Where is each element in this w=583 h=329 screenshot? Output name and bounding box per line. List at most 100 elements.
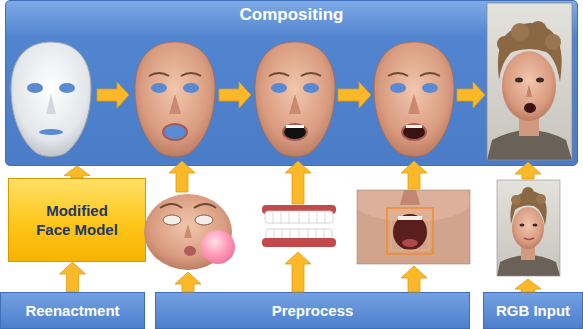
flow-arrow [60, 262, 86, 292]
input-photo [511, 195, 521, 205]
flow-arrow [515, 162, 541, 179]
composited-face [374, 42, 454, 157]
expression-face [144, 194, 235, 270]
composited-face [408, 94, 420, 114]
composited-face [420, 73, 440, 76]
input-photo [497, 180, 560, 276]
composited-face [406, 125, 422, 128]
model-box: Modified Face Model [8, 178, 146, 262]
face-with-teeth [286, 125, 304, 128]
mouth-photo [357, 190, 470, 264]
stage-bar: Reenactment [0, 292, 145, 329]
flow-arrow [219, 82, 251, 108]
mouth-photo [402, 239, 418, 247]
mouth-photo [357, 190, 470, 264]
teeth-model [262, 205, 336, 247]
input-photo [522, 187, 534, 199]
composited-face [422, 83, 438, 93]
input-photo [497, 180, 560, 276]
face-mask [11, 42, 91, 157]
flow-arrow [97, 82, 541, 292]
composited-face [402, 124, 426, 140]
face-with-teeth [255, 42, 335, 157]
flow-arrow [285, 161, 311, 204]
output-photo [526, 84, 532, 97]
face-with-teeth [303, 83, 319, 93]
stage-bar: RGB Input [483, 292, 583, 329]
stage-bar: Preprocess [155, 292, 470, 329]
mouth-photo [387, 208, 433, 254]
flow-arrow [97, 82, 129, 108]
textured-face [183, 83, 199, 93]
input-photo [520, 224, 525, 227]
output-photo [502, 51, 556, 121]
flow-arrow [401, 161, 427, 189]
textured-face [163, 124, 187, 140]
flow-arrow [285, 252, 311, 292]
textured-face [151, 83, 167, 93]
face-mask [27, 83, 43, 93]
textured-face [149, 73, 169, 76]
composited-face [374, 42, 454, 157]
output-photo [487, 3, 572, 160]
face-with-teeth [271, 83, 287, 93]
mouth-photo [393, 214, 427, 250]
flow-arrow [457, 82, 485, 108]
mouth-photo [391, 212, 429, 250]
input-photo [497, 180, 560, 276]
output-photo [497, 36, 513, 52]
teeth-model [265, 211, 333, 223]
output-photo [529, 21, 547, 39]
node-label: Reenactment [25, 302, 119, 320]
flow-arrow [338, 82, 371, 108]
mouth-photo [400, 190, 420, 205]
input-photo [533, 224, 538, 227]
textured-face [135, 42, 215, 157]
composited-face [388, 73, 408, 76]
output-photo [511, 23, 529, 41]
flow-arrow [64, 166, 90, 178]
teeth-model [273, 211, 325, 223]
output-photo [487, 3, 572, 160]
input-photo [512, 207, 544, 249]
face-with-teeth [269, 73, 289, 76]
composited-face [390, 83, 406, 93]
input-photo [497, 180, 560, 276]
flow-arrow [401, 266, 427, 292]
teeth-model [262, 238, 336, 247]
face-with-teeth [301, 73, 321, 76]
node-label: Modified Face Model [34, 201, 120, 239]
flow-arrow [169, 161, 195, 192]
node-label: Preprocess [272, 302, 354, 320]
expression-face [184, 246, 196, 256]
output-photo [545, 34, 561, 50]
textured-face [135, 42, 215, 157]
output-photo [487, 3, 572, 160]
node-label: RGB Input [496, 302, 570, 320]
mouth-photo [398, 216, 422, 220]
mouth-photo [352, 178, 472, 264]
expression-face [160, 204, 182, 208]
expression-face [195, 215, 213, 225]
face-mask [11, 42, 91, 157]
face-with-teeth [255, 42, 335, 157]
output-photo [524, 103, 536, 113]
textured-face [169, 94, 181, 114]
input-photo [536, 194, 546, 204]
face-with-teeth [289, 94, 301, 114]
flow-arrow [175, 272, 201, 292]
face-mask [59, 83, 75, 93]
face-mask [46, 94, 56, 114]
face-mask [39, 129, 63, 135]
textured-face [181, 73, 201, 76]
output-photo [487, 3, 572, 160]
input-photo [524, 238, 534, 240]
mouth-photo [357, 190, 470, 222]
band-title: Compositing [240, 5, 344, 25]
flow-arrow [515, 279, 541, 292]
face-with-teeth [283, 124, 307, 140]
expression-face [194, 204, 216, 208]
expression-face [184, 224, 192, 238]
